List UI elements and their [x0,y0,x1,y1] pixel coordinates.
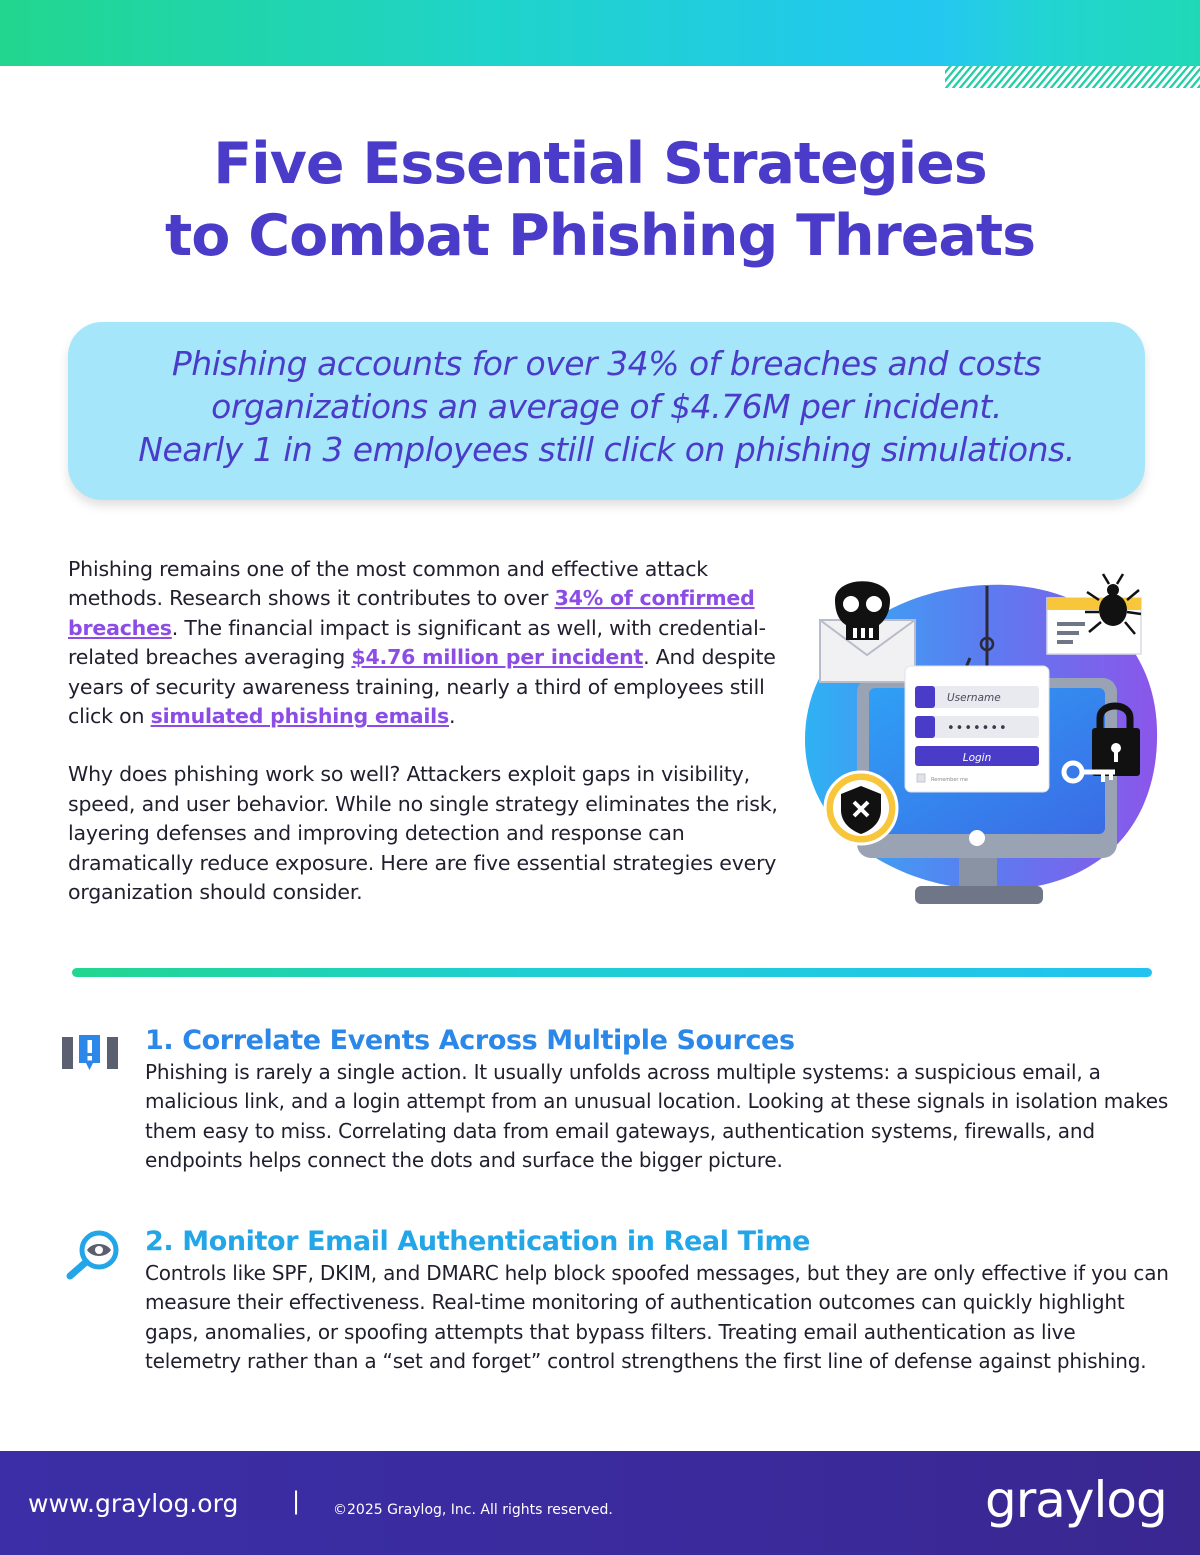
page-footer: www.graylog.org | ©2025 Graylog, Inc. Al… [0,1451,1200,1555]
section-divider [72,968,1152,977]
phishing-illustration: Username ••••••• Login Remember me [805,573,1158,904]
copyright-text: ©2025 Graylog, Inc. All rights reserved. [333,1502,613,1518]
skull-icon [835,581,890,640]
intro-text: Phishing remains one of the most common … [68,555,808,907]
strategy-2-body: Controls like SPF, DKIM, and DMARC help … [145,1261,1169,1373]
footer-separator: | [292,1487,301,1515]
strategy-1-heading: 1. Correlate Events Across Multiple Sour… [145,1025,795,1056]
title-line-2: to Combat Phishing Threats [164,203,1036,269]
intro-text-run: Phishing remains one of the most common … [68,557,708,611]
page-title: Five Essential Strategies to Combat Phis… [0,128,1200,272]
intro-paragraph-2: Why does phishing work so well? Attacker… [68,762,778,905]
top-banner [0,0,1200,66]
strategy-2-heading: 2. Monitor Email Authentication in Real … [145,1226,811,1257]
bug-icon [1085,573,1142,635]
title-line-1: Five Essential Strategies [213,131,988,197]
confirmed-breaches-link[interactable]: 34% of confirmed breaches [68,586,755,640]
padlock-icon [1092,702,1140,776]
strategy-section-2: 2. Monitor Email Authentication in Real … [145,1225,1175,1376]
remember-me-label: Remember me [931,777,968,783]
simulated-phishing-link[interactable]: simulated phishing emails [150,704,450,729]
banner-hatch-pattern [945,66,1200,88]
stat-callout-text: Phishing accounts for over 34% of breach… [68,342,1145,471]
username-field: Username [947,692,1001,704]
intro-paragraph-1: Phishing remains one of the most common … [68,555,808,731]
banner-accent [940,0,1200,66]
strategy-1-body: Phishing is rarely a single action. It u… [145,1060,1169,1172]
login-form-card [904,665,1050,793]
login-button: Login [963,752,992,764]
intro-text-run: . And despite years of security awarenes… [68,645,776,729]
key-icon [1061,760,1115,784]
password-field: ••••••• [947,721,1008,736]
strategy-section-1: 1. Correlate Events Across Multiple Sour… [145,1024,1175,1175]
blocked-shield-icon [823,770,899,846]
cost-per-incident-link[interactable]: $4.76 million per incident [351,645,644,670]
alert-bars-icon [62,1035,118,1070]
website-link[interactable]: www.graylog.org [28,1489,239,1518]
intro-text-run: . The financial impact is significant as… [68,615,766,670]
stat-line-1: Phishing accounts for over 34% of breach… [171,344,1042,383]
stat-line-3: Nearly 1 in 3 employees still click on p… [138,430,1075,469]
graylog-logo: graylog [985,1471,1168,1529]
intro-text-run: . [449,704,456,729]
stat-line-2: organizations an average of $4.76M per i… [211,387,1002,426]
stat-callout-box: Phishing accounts for over 34% of breach… [68,322,1145,500]
magnifier-eye-icon [66,1230,119,1280]
